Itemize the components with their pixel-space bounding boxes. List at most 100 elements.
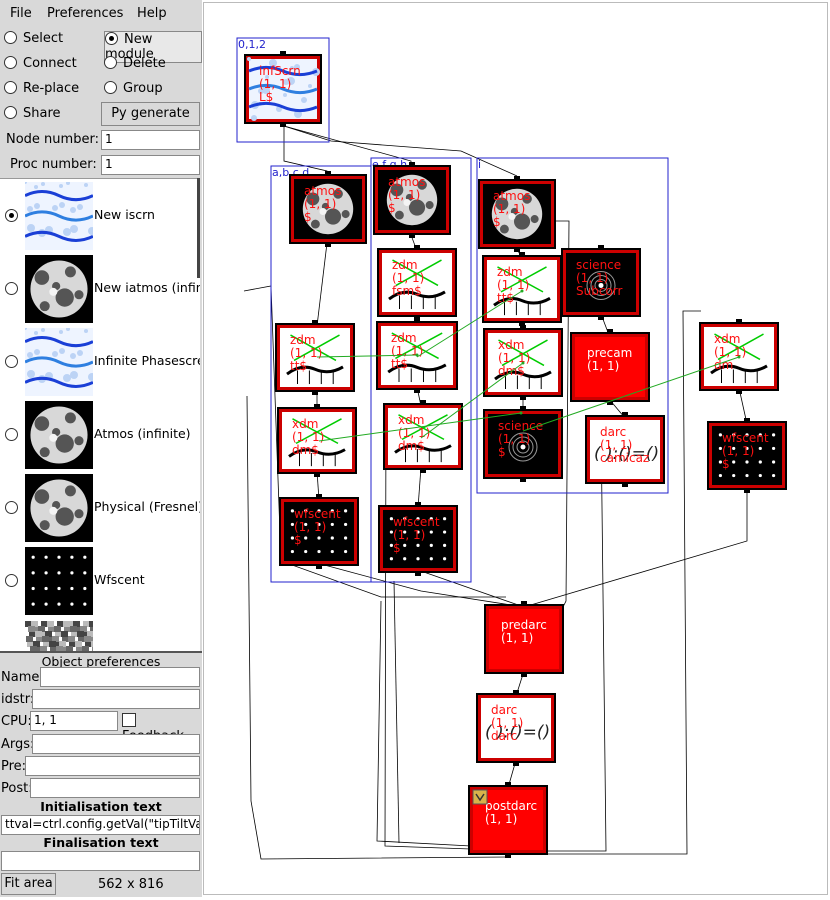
modules: infScrn(1, 1)L$atmos(1, 1)$atmos(1, 1)$a…	[244, 51, 787, 858]
palette-radio[interactable]	[5, 355, 18, 368]
palette-radio[interactable]	[5, 209, 18, 222]
connection-line	[508, 310, 701, 855]
finalisation-text-field[interactable]	[1, 851, 200, 871]
noise-icon	[25, 621, 93, 651]
connection-line	[417, 466, 422, 509]
module-science2[interactable]: science(1, 1)$	[483, 406, 563, 482]
palette-radio[interactable]	[5, 574, 18, 587]
palette-item[interactable]: New iscrn	[0, 179, 200, 251]
module-icon	[489, 609, 559, 669]
module-icon	[282, 412, 352, 469]
module-predarc[interactable]: predarc(1, 1)	[484, 601, 564, 677]
palette-item[interactable]: Wfscent	[0, 544, 200, 616]
module-darc1[interactable]: ( ):()=()darc(1, 1)camicaz	[585, 412, 665, 487]
palette-item-label: New iatmos (infin	[94, 280, 200, 295]
mode-connect-radio[interactable]: Connect	[4, 56, 77, 71]
module-label: wfscent	[393, 515, 440, 529]
palette-item[interactable]: Infinite Phasescre	[0, 325, 200, 397]
module-label: (1, 1)	[497, 278, 529, 292]
module-label: darc	[491, 703, 517, 717]
connection-line	[393, 580, 400, 844]
module-label: xdm	[292, 417, 318, 431]
module-atmos1[interactable]: atmos(1, 1)$	[289, 171, 367, 247]
module-atmos2[interactable]: atmos(1, 1)$	[373, 162, 451, 238]
initialisation-text-title: Initialisation text	[40, 799, 162, 814]
post-label: Post:	[1, 781, 33, 796]
module-label: tt$	[391, 357, 408, 371]
module-wfscent3[interactable]: wfscent(1, 1)$	[707, 418, 787, 493]
node-number-field[interactable]: 1	[101, 130, 200, 150]
module-darc2[interactable]: ( ):()=()darc(1, 1)darc	[476, 690, 556, 766]
post-field[interactable]	[30, 778, 200, 798]
module-label: wfscent	[294, 507, 341, 521]
module-zdm_fsm[interactable]: zdm(1, 1)fsm$	[377, 245, 457, 320]
connection-line	[246, 395, 509, 860]
menu-bar: File Preferences Help	[0, 0, 202, 26]
module-icon	[382, 253, 452, 312]
palette-radio[interactable]	[5, 428, 18, 441]
module-label: camicaz	[600, 451, 649, 465]
group-box[interactable]	[476, 157, 669, 494]
pre-field[interactable]	[25, 756, 200, 776]
module-zdm_tt1[interactable]: zdm(1, 1)tt$	[482, 252, 562, 326]
module-wfscent1[interactable]: wfscent(1, 1)$	[279, 494, 359, 569]
connection-line	[376, 600, 472, 847]
group-label: 0,1,2	[238, 38, 266, 51]
palette-radio[interactable]	[5, 501, 18, 514]
module-label: (1, 1)	[485, 812, 517, 826]
py-generate-button[interactable]: Py generate	[101, 102, 200, 126]
mode-share-radio[interactable]: Share	[4, 106, 61, 121]
mode-delete-radio[interactable]: Delete	[104, 56, 166, 71]
initialisation-text-field[interactable]: ttval=ctrl.config.getVal("tipTiltVa	[1, 815, 200, 835]
mode-new-module-radio[interactable]: New module	[104, 31, 202, 63]
module-label: (1, 1)	[292, 430, 324, 444]
palette-radio[interactable]	[5, 282, 18, 295]
module-precam[interactable]: precam(1, 1)	[570, 329, 650, 405]
group-label: i	[478, 158, 481, 171]
module-infscrn[interactable]: infScrn(1, 1)L$	[244, 51, 322, 127]
palette-item-label: Infinite Phasescre	[94, 353, 200, 368]
phasescreen-icon	[25, 328, 93, 396]
module-science1[interactable]: science(1, 1)Subcorr	[561, 245, 641, 320]
menu-preferences[interactable]: Preferences	[47, 6, 124, 21]
palette-item[interactable]: New iatmos (infin	[0, 252, 200, 324]
mode-group-radio[interactable]: Group	[104, 81, 163, 96]
feedback-lines	[316, 289, 741, 442]
name-field[interactable]	[40, 667, 200, 687]
module-wfscent2[interactable]: wfscent(1, 1)$	[378, 502, 458, 576]
module-label: (1, 1)	[498, 432, 530, 446]
palette-item[interactable]: Atmos (infinite)	[0, 398, 200, 470]
module-label: (1, 1)	[259, 77, 291, 91]
module-zdm_tt2[interactable]: zdm(1, 1)tt$	[275, 320, 355, 395]
group-box[interactable]	[370, 157, 472, 583]
module-label: zdm	[497, 265, 523, 279]
menu-file[interactable]: File	[10, 6, 32, 21]
group-box[interactable]	[236, 37, 330, 143]
connection-line	[316, 242, 328, 327]
node-number-label: Node number:	[6, 132, 99, 147]
proc-number-field[interactable]: 1	[101, 155, 200, 175]
module-icon	[280, 328, 350, 387]
cpu-field[interactable]: 1, 1	[30, 711, 118, 731]
fit-area-button[interactable]: Fit area	[1, 873, 56, 895]
module-label: L$	[259, 90, 273, 104]
mode-replace-radio[interactable]: Re-place	[4, 81, 79, 96]
feedback-line	[522, 356, 740, 432]
palette-item[interactable]: Physical (Fresnel)	[0, 471, 200, 543]
module-label: (1, 1)	[388, 188, 420, 202]
idstr-field[interactable]	[32, 689, 200, 709]
menu-help[interactable]: Help	[137, 6, 167, 21]
palette-scrollbar[interactable]	[197, 178, 200, 278]
args-field[interactable]	[32, 734, 200, 754]
connection-line	[523, 487, 748, 608]
module-icon	[488, 414, 558, 474]
module-atmos3[interactable]: atmos(1, 1)$	[478, 176, 556, 252]
module-label: zdm	[392, 258, 418, 272]
mode-select-radio[interactable]: Select	[4, 31, 63, 46]
proc-number-label: Proc number:	[10, 157, 97, 172]
module-xdm2[interactable]: xdm(1, 1)dm$	[277, 404, 357, 477]
module-label: infScrn	[259, 64, 301, 78]
module-label: $	[294, 533, 302, 547]
